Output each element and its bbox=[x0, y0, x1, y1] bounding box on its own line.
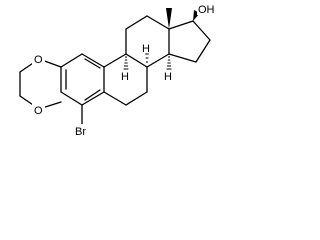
h-c8-hash bbox=[145, 53, 149, 69]
aromatic-ring bbox=[60, 53, 105, 106]
ring-c bbox=[125, 15, 170, 68]
hydroxyl-label: OH bbox=[198, 4, 215, 16]
ring-d bbox=[168, 20, 211, 63]
oxygen-upper-label: O bbox=[34, 54, 43, 66]
h-c14-label: H bbox=[164, 71, 172, 83]
chemical-structure: O O Br OH H H H bbox=[19, 4, 215, 138]
h-c9-label: H bbox=[121, 71, 129, 83]
oxygen-lower-label: O bbox=[34, 105, 43, 117]
h-c14-hash bbox=[166, 56, 172, 70]
dioxane-ring bbox=[19, 58, 62, 110]
methyl-wedge bbox=[166, 8, 172, 29]
ring-b bbox=[103, 53, 148, 106]
h-c8-label: H bbox=[142, 43, 150, 55]
h-c9-hash bbox=[123, 56, 129, 70]
bromine-label: Br bbox=[75, 126, 86, 138]
